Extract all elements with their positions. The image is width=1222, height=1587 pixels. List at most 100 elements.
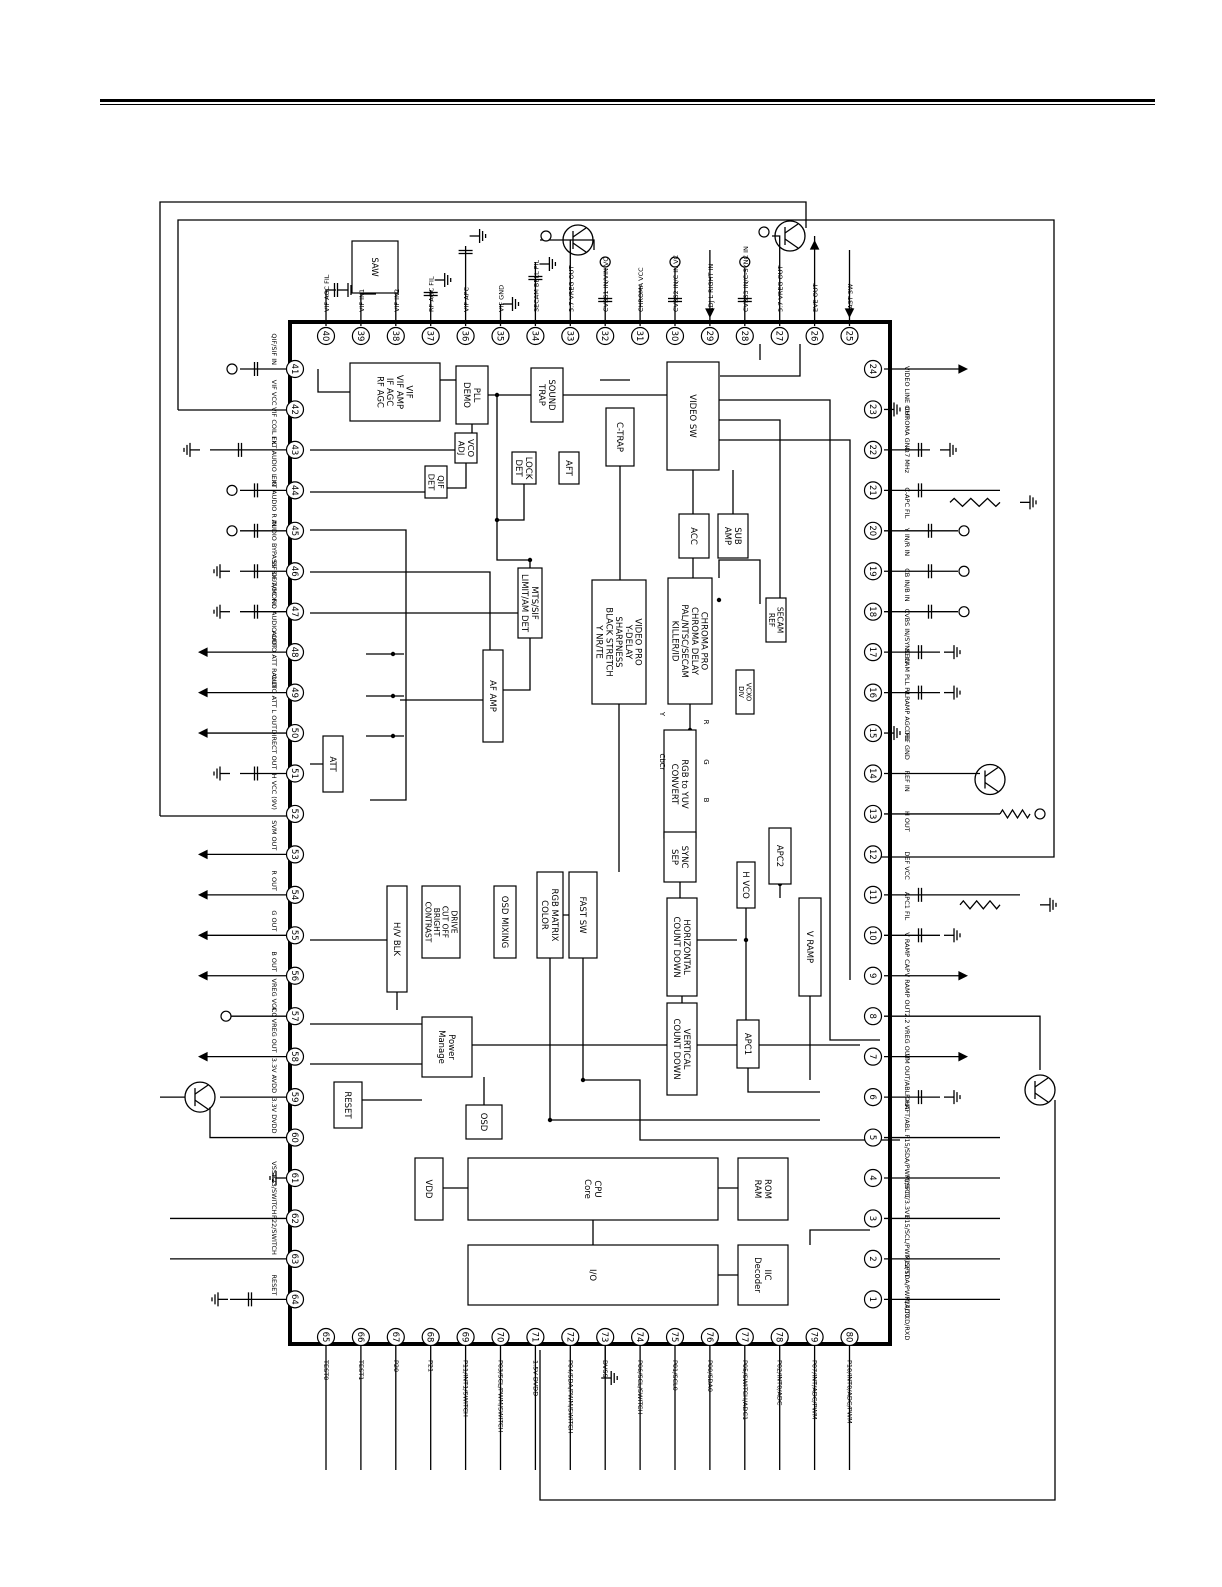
pin-number: 23 (867, 404, 877, 415)
pin-number: 62 (289, 1213, 299, 1224)
block-label-drive: DRIVECUT OFFBRIGHTCONTRAST (423, 902, 458, 943)
pin-label: VIF IN2 (393, 289, 401, 312)
pin-64 (285, 1290, 305, 1309)
pin-label: SVM OUT (270, 820, 278, 850)
wire (747, 1068, 820, 1093)
block-label-apc2: APC2 (774, 845, 784, 867)
transistor-lead (1034, 1077, 1049, 1088)
pin-15 (863, 723, 883, 743)
pin-74 (630, 1327, 650, 1347)
arrow (198, 647, 208, 657)
wire (884, 1015, 1041, 1070)
pin-label: APC1 FIL (903, 892, 911, 921)
pin-11 (863, 885, 883, 904)
block-label-sync-sep: SYNCSEP (669, 846, 689, 869)
wire (718, 559, 761, 604)
pin-77 (735, 1327, 754, 1347)
signal-label: Y (658, 711, 666, 717)
pin-label: P15/SDA/PWM/SFTT (903, 1135, 911, 1199)
pin-label: P20 (392, 1360, 400, 1372)
pin-number: 20 (867, 525, 877, 536)
pin-number: 16 (867, 687, 877, 698)
block-chroma-pro (667, 577, 713, 705)
block-qif-det (424, 465, 448, 499)
pin-1 (863, 1290, 883, 1309)
pin-label: P23/SWITCH (270, 1175, 278, 1215)
pin-label: C-APC FIL (903, 487, 911, 518)
pin-number: 37 (425, 331, 435, 342)
pin-label: 3.3V DVDD (270, 1097, 278, 1133)
pin-label: 4.7 MHz (903, 447, 911, 474)
terminal (599, 256, 611, 268)
pin-label: AUDIO ATT R OUT (270, 631, 278, 689)
pin-number: 78 (774, 1332, 784, 1343)
block-sound-trap (530, 367, 564, 423)
pin-number: 42 (289, 404, 299, 415)
pin-21 (863, 481, 883, 500)
pin-25 (840, 326, 859, 346)
pin-label: P10/INT0/ADC/PWM (846, 1360, 854, 1424)
pin-label: VIDEO LINE OUT (903, 366, 911, 419)
pin-label: P04/SDA/PWM/SWITCH (566, 1360, 574, 1434)
block-label-iic: IICDecoder (752, 1257, 772, 1293)
pin-label: VSS (270, 1161, 278, 1174)
block-mts (517, 567, 543, 639)
pin-number: 32 (599, 331, 609, 342)
block-pll (455, 365, 489, 425)
pin-label: 2.2 VREG OUT (903, 1013, 911, 1059)
pin-number: 50 (289, 728, 299, 739)
pin-label: VIF IN1 (358, 289, 366, 312)
block-acc (678, 513, 710, 559)
arrow (198, 687, 208, 698)
block-chroma-trap (765, 597, 787, 643)
pin-53 (285, 845, 305, 864)
pin-14 (863, 764, 883, 783)
transistor-lead (984, 781, 999, 793)
wire (720, 344, 801, 377)
pin-label: AUDIO ATT L OUT (270, 672, 278, 729)
wire (317, 369, 350, 393)
pin-27 (770, 326, 789, 346)
block-label-h-vco: H VCO (740, 871, 750, 899)
wire (496, 520, 531, 568)
block-apc1 (736, 1019, 760, 1069)
junction (494, 517, 500, 523)
block-label-osd: OSD (478, 1113, 488, 1132)
pin-22 (863, 440, 883, 459)
transistor-lead (784, 238, 799, 249)
pin-number: 14 (867, 768, 877, 779)
block-label-mts: MTS/SIFLIMIT/AM DET (519, 574, 539, 633)
wire (310, 529, 407, 801)
block-aft (558, 451, 580, 485)
wire (719, 439, 851, 980)
pin-number: 12 (867, 849, 877, 860)
transistor (974, 763, 1006, 796)
block-sub-amp (717, 513, 749, 559)
pin-label: SIF OUT/MONO AUDIO OUT (270, 560, 278, 648)
wire (539, 1100, 1056, 1501)
pin-26 (805, 326, 824, 346)
pin-number: 40 (320, 331, 330, 342)
pin-3 (863, 1209, 883, 1228)
block-label-att: ATT (327, 756, 337, 772)
pin-65 (316, 1327, 336, 1347)
pin-number: 26 (809, 331, 819, 342)
block-label-io: I/O (587, 1269, 597, 1281)
pin-label: DVSS (601, 1360, 609, 1378)
pin-number: 71 (529, 1332, 539, 1343)
pin-label: P-HAFT/ABL (903, 1094, 911, 1132)
resistor (959, 899, 1001, 910)
pin-label: DEF VCC (903, 851, 911, 880)
pin-43 (285, 440, 305, 459)
pin-29 (700, 326, 720, 346)
pin-number: 25 (844, 331, 854, 342)
pin-label: EXT AUDIO L IN (270, 436, 278, 486)
pin-number: 38 (390, 331, 400, 342)
pin-number: 34 (529, 331, 539, 342)
pin-46 (285, 562, 305, 581)
pin-label: H OUT (903, 811, 911, 832)
pin-number: 67 (390, 1332, 400, 1343)
